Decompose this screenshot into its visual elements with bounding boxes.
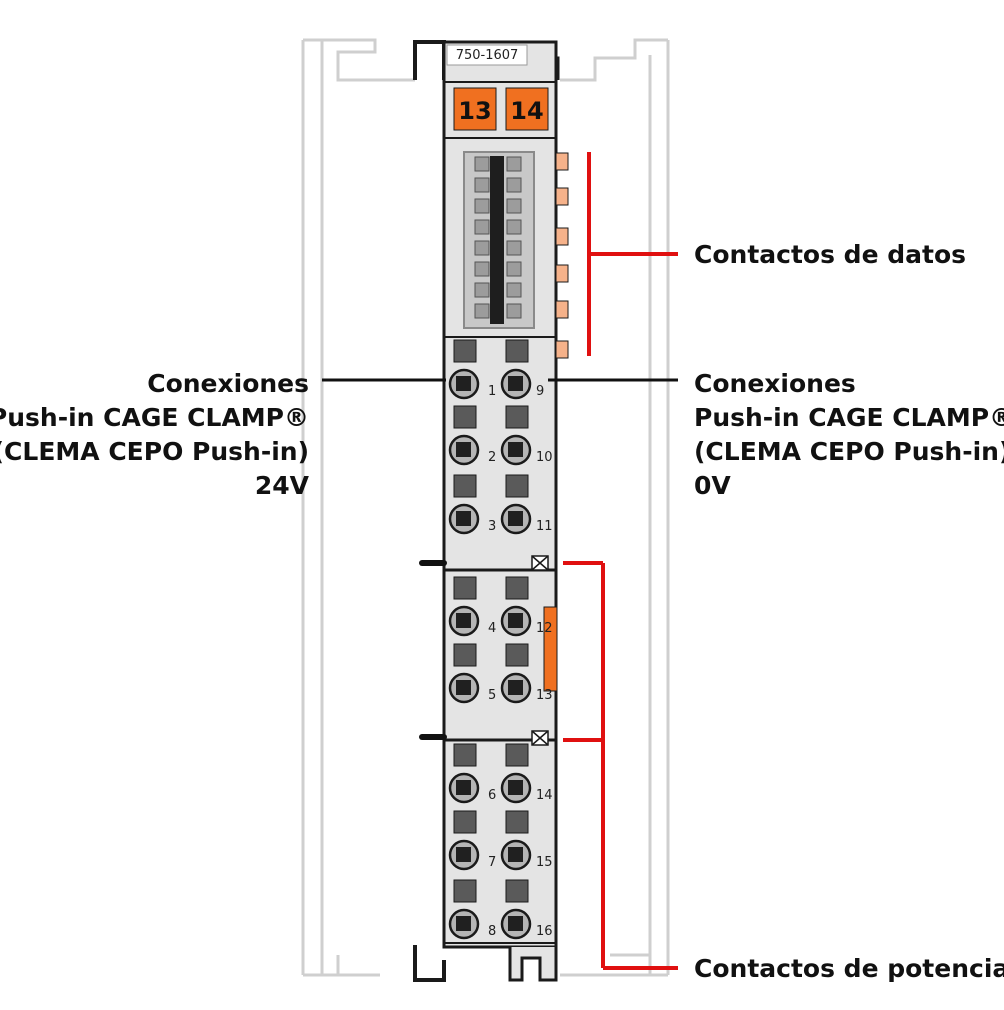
data-contact xyxy=(555,340,569,359)
din-rail-outline xyxy=(301,38,670,977)
release-slot-left xyxy=(453,339,477,363)
jumper-notch-lower xyxy=(531,730,549,746)
data-contact xyxy=(555,152,569,171)
release-slot-right xyxy=(505,474,529,498)
data-contact xyxy=(555,300,569,319)
terminal-number: 13 xyxy=(536,688,553,703)
terminal-number: 12 xyxy=(536,621,553,636)
release-slot-left xyxy=(453,474,477,498)
clamp-square-left xyxy=(456,376,471,391)
bottom-latch-left xyxy=(413,945,446,982)
terminal-number: 3 xyxy=(488,519,496,534)
clamp-square-left xyxy=(456,916,471,931)
power-contacts-label: Contactos de potencia xyxy=(694,954,1004,983)
data-contacts xyxy=(555,152,569,359)
clamp-square-right xyxy=(508,847,523,862)
clamp-square-right xyxy=(508,613,523,628)
led-right xyxy=(506,282,522,298)
terminal-number: 14 xyxy=(536,788,553,803)
data-contact xyxy=(555,227,569,246)
release-slot-right xyxy=(505,405,529,429)
led-left xyxy=(474,219,490,235)
clamp-square-right xyxy=(508,780,523,795)
data-contact xyxy=(555,264,569,283)
led-left xyxy=(474,303,490,319)
clamp-square-left xyxy=(456,847,471,862)
jumper-notch-upper xyxy=(531,555,549,571)
marker-14 xyxy=(505,87,549,131)
terminal-number: 10 xyxy=(536,450,553,465)
terminal-number: 16 xyxy=(536,924,553,939)
led-right xyxy=(506,303,522,319)
led-right xyxy=(506,219,522,235)
leader-lines xyxy=(322,152,678,970)
led-left xyxy=(474,240,490,256)
part-number-text: 750-1607 xyxy=(456,48,519,63)
led-left xyxy=(474,261,490,277)
marker-13 xyxy=(453,87,497,131)
clamp-square-left xyxy=(456,613,471,628)
led-right xyxy=(506,177,522,193)
release-slot-right xyxy=(505,576,529,600)
power-jumper xyxy=(543,606,558,692)
part-number-label xyxy=(446,44,528,66)
terminal-number: 11 xyxy=(536,519,553,534)
marker-14-text: 14 xyxy=(510,97,543,125)
clamp-square-right xyxy=(508,376,523,391)
terminal-number: 9 xyxy=(536,384,544,399)
left-connections-label: Conexiones Push-in CAGE CLAMP® (CLEMA CE… xyxy=(0,369,309,500)
clamp-square-right xyxy=(508,680,523,695)
clamp-square-right xyxy=(508,916,523,931)
led-right xyxy=(506,240,522,256)
release-slot-right xyxy=(505,743,529,767)
clamp-square-right xyxy=(508,442,523,457)
clamp-square-left xyxy=(456,780,471,795)
terminal-number: 2 xyxy=(488,450,496,465)
led-right xyxy=(506,261,522,277)
release-slot-left xyxy=(453,576,477,600)
top-latch xyxy=(413,40,446,80)
terminal-number: 4 xyxy=(488,621,496,636)
clamp-square-left xyxy=(456,511,471,526)
release-slot-left xyxy=(453,643,477,667)
release-slot-left xyxy=(453,743,477,767)
led-left xyxy=(474,177,490,193)
release-slot-left xyxy=(453,405,477,429)
clamp-square-left xyxy=(456,442,471,457)
release-slot-left xyxy=(453,810,477,834)
terminal-block: 1 9 2 10 3 11 4 12 5 13 6 14 7 15 8 16 xyxy=(448,339,553,940)
release-slot-right xyxy=(505,643,529,667)
terminal-number: 7 xyxy=(488,855,496,870)
led-left xyxy=(474,198,490,214)
bottom-latch-right xyxy=(508,947,558,982)
led-right xyxy=(506,198,522,214)
clamp-square-right xyxy=(508,511,523,526)
led-grid xyxy=(474,156,522,319)
terminal-number: 15 xyxy=(536,855,553,870)
data-contact xyxy=(555,187,569,206)
data-contacts-label: Contactos de datos xyxy=(694,240,966,269)
release-slot-right xyxy=(505,810,529,834)
right-connections-label: Conexiones Push-in CAGE CLAMP® (CLEMA CE… xyxy=(694,369,1004,500)
terminal-number: 6 xyxy=(488,788,496,803)
release-slot-left xyxy=(453,879,477,903)
led-left xyxy=(474,282,490,298)
release-slot-right xyxy=(505,339,529,363)
marker-13-text: 13 xyxy=(458,97,491,125)
led-right xyxy=(506,156,522,172)
terminal-number: 5 xyxy=(488,688,496,703)
led-left xyxy=(474,156,490,172)
terminal-number: 8 xyxy=(488,924,496,939)
clamp-square-left xyxy=(456,680,471,695)
terminal-number: 1 xyxy=(488,384,496,399)
release-slot-right xyxy=(505,879,529,903)
